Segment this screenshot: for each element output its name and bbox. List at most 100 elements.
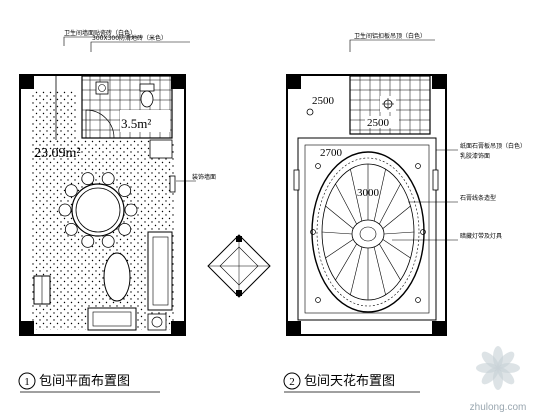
note-floor-tile: 300X300防滑地砖（米色）: [92, 34, 167, 42]
title-right: 2 包间天花布置图: [283, 372, 420, 393]
watermark-logo-icon: [476, 346, 520, 390]
dome-rib: [382, 205, 411, 229]
dining-table: [71, 183, 125, 237]
chair: [118, 184, 132, 198]
dome-rib: [325, 205, 354, 229]
title-left-badge: [18, 372, 36, 390]
c-column-tl: [287, 75, 301, 89]
dome-rib: [335, 183, 357, 225]
watermark-text: zhulong.com: [470, 402, 527, 413]
downlight-4: [315, 297, 321, 303]
c-column-bl: [287, 321, 301, 335]
dome-rib: [383, 231, 415, 235]
ceiling-plan: 卫生间铝扣板吊顶（白色） 纸面石膏板吊顶（白色） 乳胶漆饰面 石膏线条造型 暗藏…: [286, 32, 526, 336]
entry-hatch: [32, 90, 76, 142]
bathroom-door: [85, 109, 115, 139]
watermark-petal: [481, 351, 499, 369]
dome-center: [351, 219, 385, 249]
downlight-5: [415, 297, 421, 303]
leader-note-2: [90, 41, 190, 52]
dome-rib: [350, 169, 363, 222]
armchair: [87, 307, 137, 331]
chair: [118, 222, 132, 236]
sofa-long: [147, 231, 173, 311]
dome-rib: [350, 246, 363, 295]
ceiling-frame: [297, 137, 437, 321]
dome-ribs: [321, 164, 415, 300]
plant-pot: [147, 313, 167, 331]
chair: [58, 203, 72, 217]
column-br: [171, 321, 185, 335]
oval-dome: [311, 151, 425, 313]
note-ceiling-4: 暗藏灯带及灯具: [460, 232, 502, 240]
vent-right: [432, 169, 439, 191]
chair: [81, 234, 95, 248]
sofa-cushion: [152, 236, 169, 306]
column-tr: [171, 75, 185, 89]
dome-rib: [335, 243, 357, 281]
basin: [95, 81, 109, 95]
chair: [64, 222, 78, 236]
dome-core: [359, 226, 377, 242]
area-main: 23.09m²: [34, 146, 81, 161]
vent-left: [293, 169, 300, 191]
coffee-table: [103, 252, 131, 302]
dome-bead: [316, 157, 420, 307]
column-tl: [20, 75, 34, 89]
watermark: zhulong.com: [470, 346, 527, 413]
plant: [151, 316, 163, 328]
detail-dot-top: [236, 236, 242, 242]
chair: [64, 184, 78, 198]
title-right-badge: [283, 372, 301, 390]
chair: [101, 234, 115, 248]
note-ceiling-3: 石膏线条造型: [460, 194, 496, 202]
dome-rib: [382, 239, 411, 259]
dining-table-set: [58, 172, 138, 248]
c-column-br: [432, 321, 446, 335]
tile-detail-symbol: [207, 234, 271, 298]
basin-drain: [98, 84, 106, 92]
column-bl: [20, 321, 34, 335]
title-right-text: 包间天花布置图: [304, 373, 395, 388]
dim-2500-a: 2500: [312, 95, 335, 107]
chairs-ring: [58, 172, 138, 248]
dome-rib: [379, 183, 401, 225]
dim-2-bg: [365, 116, 399, 128]
leader-note-1: [63, 36, 143, 46]
chair: [81, 172, 95, 186]
counter: [149, 139, 173, 159]
ceiling-walls: [286, 74, 447, 336]
chair: [124, 203, 138, 217]
title-left: 1 包间平面布置图: [18, 372, 160, 393]
floor-plan-walls: [19, 74, 186, 336]
note-bathroom-wall: 卫生间墙面贴瓷砖（白色）: [64, 29, 136, 37]
downlight-2: [315, 163, 321, 169]
downlight-1: [306, 108, 314, 116]
dome-rib: [379, 243, 401, 281]
dim-2500-b: 2500: [367, 117, 390, 129]
area-bathroom: 3.5m²: [121, 116, 151, 131]
dim-2700: 2700: [320, 147, 343, 159]
dome-rib: [325, 239, 354, 259]
armchair-seat: [92, 311, 132, 327]
dome-rib: [321, 231, 353, 235]
downlight-7: [420, 229, 426, 235]
toilet-bowl: [140, 90, 154, 108]
note-ceiling-1: 纸面石膏板吊顶（白色）: [460, 142, 526, 150]
detail-dot-bottom: [236, 290, 242, 296]
toilet-tank: [139, 83, 155, 92]
dome-rib: [373, 169, 386, 222]
dim-3000: 3000: [357, 187, 380, 199]
downlight-6: [310, 229, 316, 235]
downlight-3: [415, 163, 421, 169]
note-ceiling-2: 乳胶漆饰面: [460, 152, 490, 160]
ceiling-frame-inner: [304, 144, 430, 314]
wall-marker: [169, 175, 176, 193]
dome-rib: [373, 246, 386, 295]
note-ceiling-bathroom: 卫生间铝扣板吊顶（白色）: [354, 32, 426, 40]
title-left-text: 包间平面布置图: [39, 373, 130, 388]
floor-plan: 卫生间墙面贴瓷砖（白色） 300X300防滑地砖（米色） 装饰墙面 3.5m² …: [19, 29, 216, 336]
leader-ceiling-top: [349, 39, 435, 52]
title-left-number: 1: [24, 376, 30, 388]
